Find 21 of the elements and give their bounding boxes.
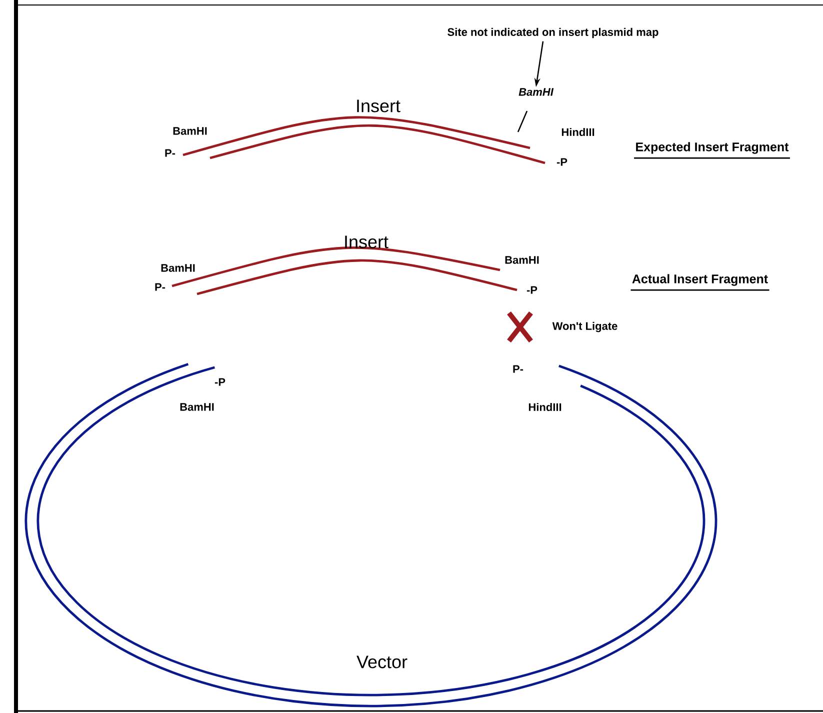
site-label: Won't Ligate	[552, 322, 618, 332]
site-label: P-	[513, 365, 524, 373]
site-label: HindIII	[528, 402, 562, 412]
site-label: P-	[155, 283, 166, 291]
strand-title: Insert	[357, 100, 400, 112]
fragment-heading: Actual Insert Fragment	[630, 274, 770, 291]
strand-title: Vector	[356, 656, 408, 668]
site-label: BamHI	[180, 403, 214, 411]
note-text: BamHI	[518, 88, 554, 96]
site-label: BamHI	[173, 127, 207, 135]
fragment-heading: Expected Insert Fragment	[634, 142, 790, 159]
site-label: HindIII	[562, 128, 594, 136]
site-label: -P	[556, 158, 568, 166]
site-label: -P	[214, 378, 226, 386]
site-label: -P	[526, 286, 538, 294]
note-text: Site not indicated on insert plasmid map	[448, 28, 658, 38]
site-label: P-	[165, 149, 176, 157]
site-label: BamHI	[161, 264, 195, 272]
leader-line	[517, 110, 528, 132]
strand-title: Insert	[345, 236, 388, 248]
site-label: BamHI	[505, 256, 539, 264]
